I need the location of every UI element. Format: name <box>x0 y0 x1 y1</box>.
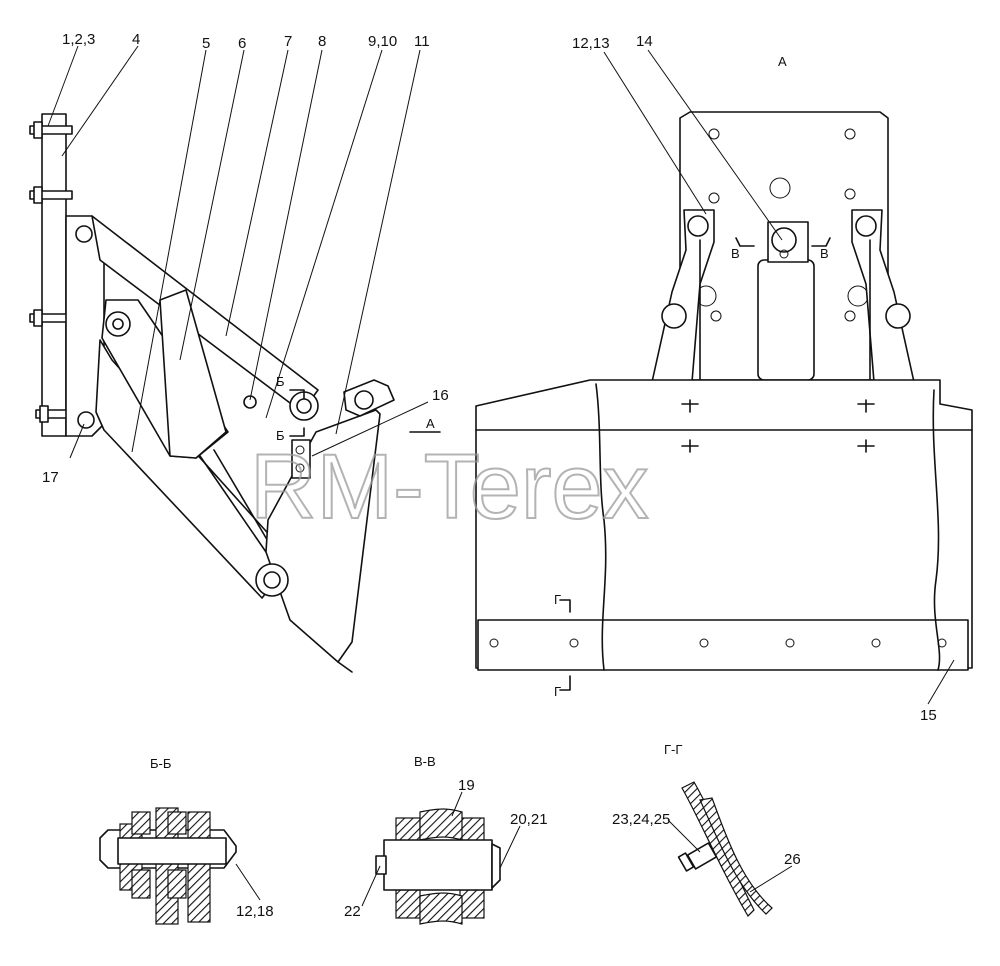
section-mark-v-right: В <box>820 246 829 261</box>
callout-22: 22 <box>344 903 361 920</box>
section-b-b <box>99 807 261 925</box>
section-mark-b-top: Б <box>276 374 285 389</box>
callout-20-21: 20,21 <box>510 811 548 828</box>
break-line-left <box>595 383 607 671</box>
watermark: RM-Terex <box>250 436 649 538</box>
section-title-b-b: Б-Б <box>150 756 171 771</box>
callout-12-13: 12,13 <box>572 35 610 52</box>
hydraulic-cylinder <box>159 289 227 459</box>
callout-23-24-25: 23,24,25 <box>612 811 670 828</box>
section-mark-g-bottom: Г <box>554 684 561 699</box>
section-v-v <box>361 791 521 925</box>
section-mark-g-top: Г <box>554 592 561 607</box>
side-view-assembly: Б Б А <box>29 113 441 673</box>
callout-19: 19 <box>458 777 475 794</box>
callout-16: 16 <box>432 387 449 404</box>
callout-15: 15 <box>920 707 937 724</box>
callout-26: 26 <box>784 851 801 868</box>
callout-14: 14 <box>636 33 653 50</box>
bolts <box>29 121 79 423</box>
callout-12-18: 12,18 <box>236 903 274 920</box>
callout-11: 11 <box>414 33 430 50</box>
section-title-v-v: В-В <box>414 754 436 769</box>
section-mark-b-bottom: Б <box>276 428 285 443</box>
leader-lines-right <box>603 49 955 705</box>
callout-labels: 1,2,3 4 5 6 7 8 9,10 11 12,13 14 А 16 17… <box>42 31 937 920</box>
section-title-g-g: Г-Г <box>664 742 682 757</box>
edge-bolts <box>489 638 947 648</box>
callout-1-2-3: 1,2,3 <box>62 31 95 48</box>
view-a-arrow-label: А <box>426 416 435 431</box>
mounting-plate <box>41 113 67 437</box>
leader-lines <box>47 45 429 459</box>
callout-8: 8 <box>318 33 326 50</box>
section-g-g <box>667 781 793 917</box>
break-line-right <box>932 389 941 671</box>
callout-17: 17 <box>42 469 59 486</box>
front-view-assembly: В В Г Г <box>475 111 973 699</box>
blade-fasteners <box>681 399 875 453</box>
callout-5: 5 <box>202 35 210 52</box>
plate-bolts <box>695 128 869 322</box>
callout-4: 4 <box>132 31 140 48</box>
cutting-edge <box>477 619 969 671</box>
callout-7: 7 <box>284 33 292 50</box>
front-cylinder <box>757 259 815 381</box>
callout-9-10: 9,10 <box>368 33 397 50</box>
section-mark-v-left: В <box>731 246 740 261</box>
callout-6: 6 <box>238 35 246 52</box>
view-a-title: А <box>778 54 787 69</box>
